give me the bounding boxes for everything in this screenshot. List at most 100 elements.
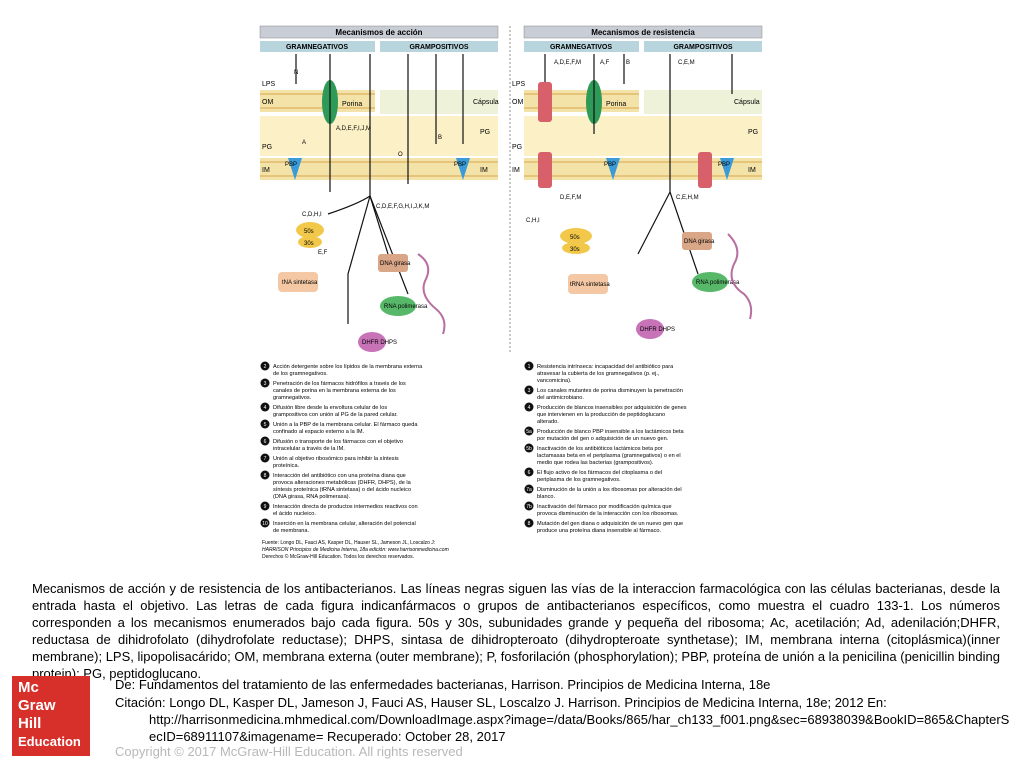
legend-text: Disminución de la unión a los ribosomas … bbox=[537, 487, 682, 493]
resistance-pg-layer bbox=[524, 116, 762, 156]
label-adefijm: A,D,E,F,I,J,M bbox=[336, 126, 371, 132]
legend-text: provoca alteraciones metabólicas (DHFR, … bbox=[273, 480, 412, 486]
label-cdefghijkm: C,D,E,F,G,H,I,J,K,M bbox=[376, 204, 429, 210]
legend-text: alterado. bbox=[537, 419, 559, 425]
pg-label-r2: PG bbox=[748, 129, 758, 136]
label-cem: C,E,M bbox=[678, 60, 695, 66]
rna-polymerase-right bbox=[692, 272, 728, 292]
legend-text: canales de porina en la membrana externa… bbox=[273, 388, 396, 394]
capsula-label: Cápsula bbox=[473, 99, 499, 106]
dna-gyrase-label-left: DNA girasa bbox=[380, 261, 411, 267]
dna-helix-left bbox=[417, 253, 446, 335]
label-ef: E,F bbox=[318, 250, 328, 256]
dhfr-dhps-right bbox=[636, 319, 664, 339]
label-n: N bbox=[294, 70, 298, 76]
action-gramneg-label: GRAMNEGATIVOS bbox=[286, 44, 348, 51]
pbp-label-left: PBP bbox=[285, 162, 297, 168]
legend-text: El flujo activo de los fármacos del cito… bbox=[537, 470, 662, 476]
im-label-r: IM bbox=[512, 167, 520, 174]
legend-text: Penetración de los fármacos hidrófilos a… bbox=[273, 381, 406, 387]
legend-number-badge bbox=[524, 402, 534, 412]
porina-label-r: Porina bbox=[606, 101, 626, 108]
resistance-panel: Mecanismos de resistencia GRAMNEGATIVOS … bbox=[512, 25, 763, 339]
trna-synth-label-right: tRNA sintetasa bbox=[570, 282, 610, 288]
mcgraw-hill-logo: Mc Graw Hill Education bbox=[12, 676, 90, 756]
legend-text: síntesis proteínica (tRNA sintetasa) o d… bbox=[273, 487, 411, 493]
ribo-50s-label-left: 50s bbox=[304, 229, 314, 235]
legend-text: produce una proteína diana insensible al… bbox=[537, 528, 662, 534]
legend-text: de membrana. bbox=[273, 528, 310, 534]
citation-text: Citación: Longo DL, Kasper DL, Jameson J… bbox=[115, 695, 887, 710]
dna-gyrase-label-right: DNA girasa bbox=[684, 239, 715, 245]
legend-text: Producción de blancos insensibles por ad… bbox=[537, 405, 687, 411]
legend-text: por mutación del gen o adquisición de un… bbox=[537, 436, 669, 442]
label-chi: C,H,I bbox=[526, 218, 540, 224]
lps-label-r: LPS bbox=[512, 81, 526, 88]
dhfr-dhps-left bbox=[358, 332, 386, 352]
ribo-30s-label-right: 30s bbox=[570, 247, 580, 253]
legend-number: 9 bbox=[264, 504, 267, 510]
action-grampos-header bbox=[380, 41, 498, 52]
figure-source-3: Derechos © McGraw-Hill Education. Todos … bbox=[262, 553, 414, 560]
dhfr-label-left: DHFR DHPS bbox=[362, 340, 397, 346]
trna-synthetase-right bbox=[568, 274, 608, 294]
label-o-left: O bbox=[398, 152, 403, 158]
legend-number: 7 bbox=[264, 456, 267, 462]
legend-number-badge bbox=[524, 426, 534, 436]
im-label: IM bbox=[262, 167, 270, 174]
legend-text: Difusión o transporte de los fármacos co… bbox=[273, 439, 403, 445]
legend-number: 10 bbox=[262, 521, 268, 527]
legend-number-badge bbox=[260, 378, 270, 388]
pbp-left bbox=[288, 158, 302, 180]
resistance-om-layer bbox=[524, 90, 639, 112]
pbp-r1 bbox=[606, 158, 620, 180]
ribo-30s-label-left: 30s bbox=[304, 241, 314, 247]
legend-number-badge bbox=[260, 419, 270, 429]
legend-text: Interacción directa de productos interme… bbox=[273, 504, 418, 510]
rna-polymerase-left bbox=[380, 296, 416, 316]
legend-text: vancomicina). bbox=[537, 378, 572, 384]
legend-number-badge bbox=[524, 484, 534, 494]
legend-text: Resistencia intrínseca: incapacidad del … bbox=[537, 364, 674, 370]
efflux-pump-1 bbox=[538, 82, 552, 122]
action-capsule-layer bbox=[380, 90, 498, 114]
label-b-left: B bbox=[438, 135, 442, 141]
ribo-50s-label-right: 50s bbox=[570, 235, 580, 241]
action-gramneg-header bbox=[260, 41, 375, 52]
legend-text: Unión a la PBP de la membrana celular. E… bbox=[273, 422, 418, 428]
legend-number: 4 bbox=[528, 405, 531, 411]
citation-url[interactable]: http://harrisonmedicina.mhmedical.com/Do… bbox=[149, 712, 1010, 744]
porina-label: Porina bbox=[342, 101, 362, 108]
om-label-r: OM bbox=[512, 99, 523, 106]
resistance-title: Mecanismos de resistencia bbox=[591, 28, 695, 37]
resistance-grampos-header bbox=[644, 41, 762, 52]
dna-helix-right bbox=[727, 233, 753, 320]
legend-text: proteínica. bbox=[273, 463, 300, 469]
label-cehm: C,E,H,M bbox=[676, 195, 699, 201]
resistance-gramneg-header bbox=[524, 41, 639, 52]
dhfr-label-right: DHFR DHPS bbox=[640, 327, 675, 333]
legend-number: 5b bbox=[526, 446, 532, 452]
legend-number: 3 bbox=[528, 388, 531, 394]
efflux-pump-2 bbox=[538, 152, 552, 188]
trna-synthetase-left bbox=[278, 272, 318, 292]
logo-line1: Mc bbox=[18, 679, 39, 696]
legend-text: periplasma de los gramnegativos. bbox=[537, 477, 621, 483]
ribosome-30s-right bbox=[562, 242, 590, 254]
pbp-label-r2: PBP bbox=[718, 162, 730, 168]
dna-gyrase-right bbox=[682, 232, 712, 250]
capsula-label-r: Cápsula bbox=[734, 99, 760, 106]
pg-label-right: PG bbox=[480, 129, 490, 136]
ribosome-30s-left bbox=[298, 236, 322, 248]
action-pg-layer bbox=[260, 116, 498, 156]
legend-number-badge bbox=[260, 453, 270, 463]
rna-pol-label-left: RNA polimerasa bbox=[384, 304, 428, 310]
legend-number: 5a bbox=[526, 429, 532, 435]
legend-number: 8 bbox=[264, 473, 267, 479]
action-im-layer bbox=[260, 158, 498, 180]
citation: Citación: Longo DL, Kasper DL, Jameson J… bbox=[115, 694, 1015, 745]
figure-source-1: Fuente: Longo DL, Fauci AS, Kasper DL, H… bbox=[262, 540, 435, 546]
pbp-right bbox=[456, 158, 470, 180]
label-a-left: A bbox=[302, 140, 306, 146]
